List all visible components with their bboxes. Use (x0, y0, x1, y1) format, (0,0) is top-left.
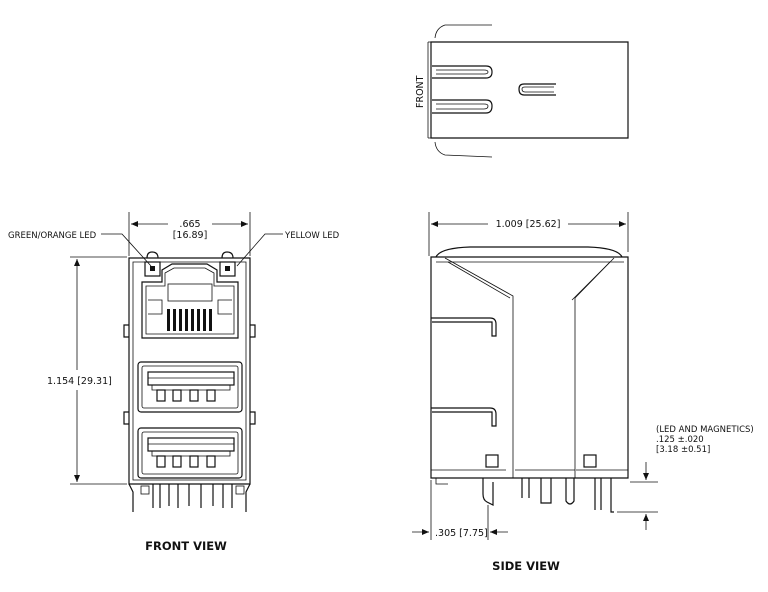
yellow-led-label: YELLOW LED (284, 231, 340, 241)
front-width-inch-label: .665 (179, 219, 200, 230)
side-view: 1.009 [25.62] (412, 212, 754, 573)
led-magnetics-label: (LED AND MAGNETICS) (656, 425, 754, 435)
side-view-pins (482, 478, 614, 513)
front-marker-label: FRONT (415, 75, 426, 108)
pin-offset-mm-label: [3.18 ±0.51] (656, 445, 710, 455)
front-to-pin-label: .305 [7.75] (435, 528, 488, 539)
usb-port-lower (137, 427, 243, 479)
front-view-title: FRONT VIEW (145, 539, 227, 553)
front-view-pins (128, 483, 251, 512)
side-depth-label: 1.009 [25.62] (496, 219, 561, 230)
front-width-mm-label: [16.89] (173, 230, 208, 241)
pin-offset-inch-label: .125 ±.020 (656, 435, 704, 445)
green-orange-led-label: GREEN/ORANGE LED (8, 231, 97, 241)
side-view-title: SIDE VIEW (492, 559, 560, 573)
front-view: .665 [16.89] 1.154 [29.31] GREEN/ORANGE … (8, 212, 340, 553)
rj45-contacts (167, 309, 212, 331)
front-height-label: 1.154 [29.31] (47, 376, 112, 387)
top-view: FRONT (415, 24, 629, 158)
usb-port-upper (137, 361, 243, 413)
